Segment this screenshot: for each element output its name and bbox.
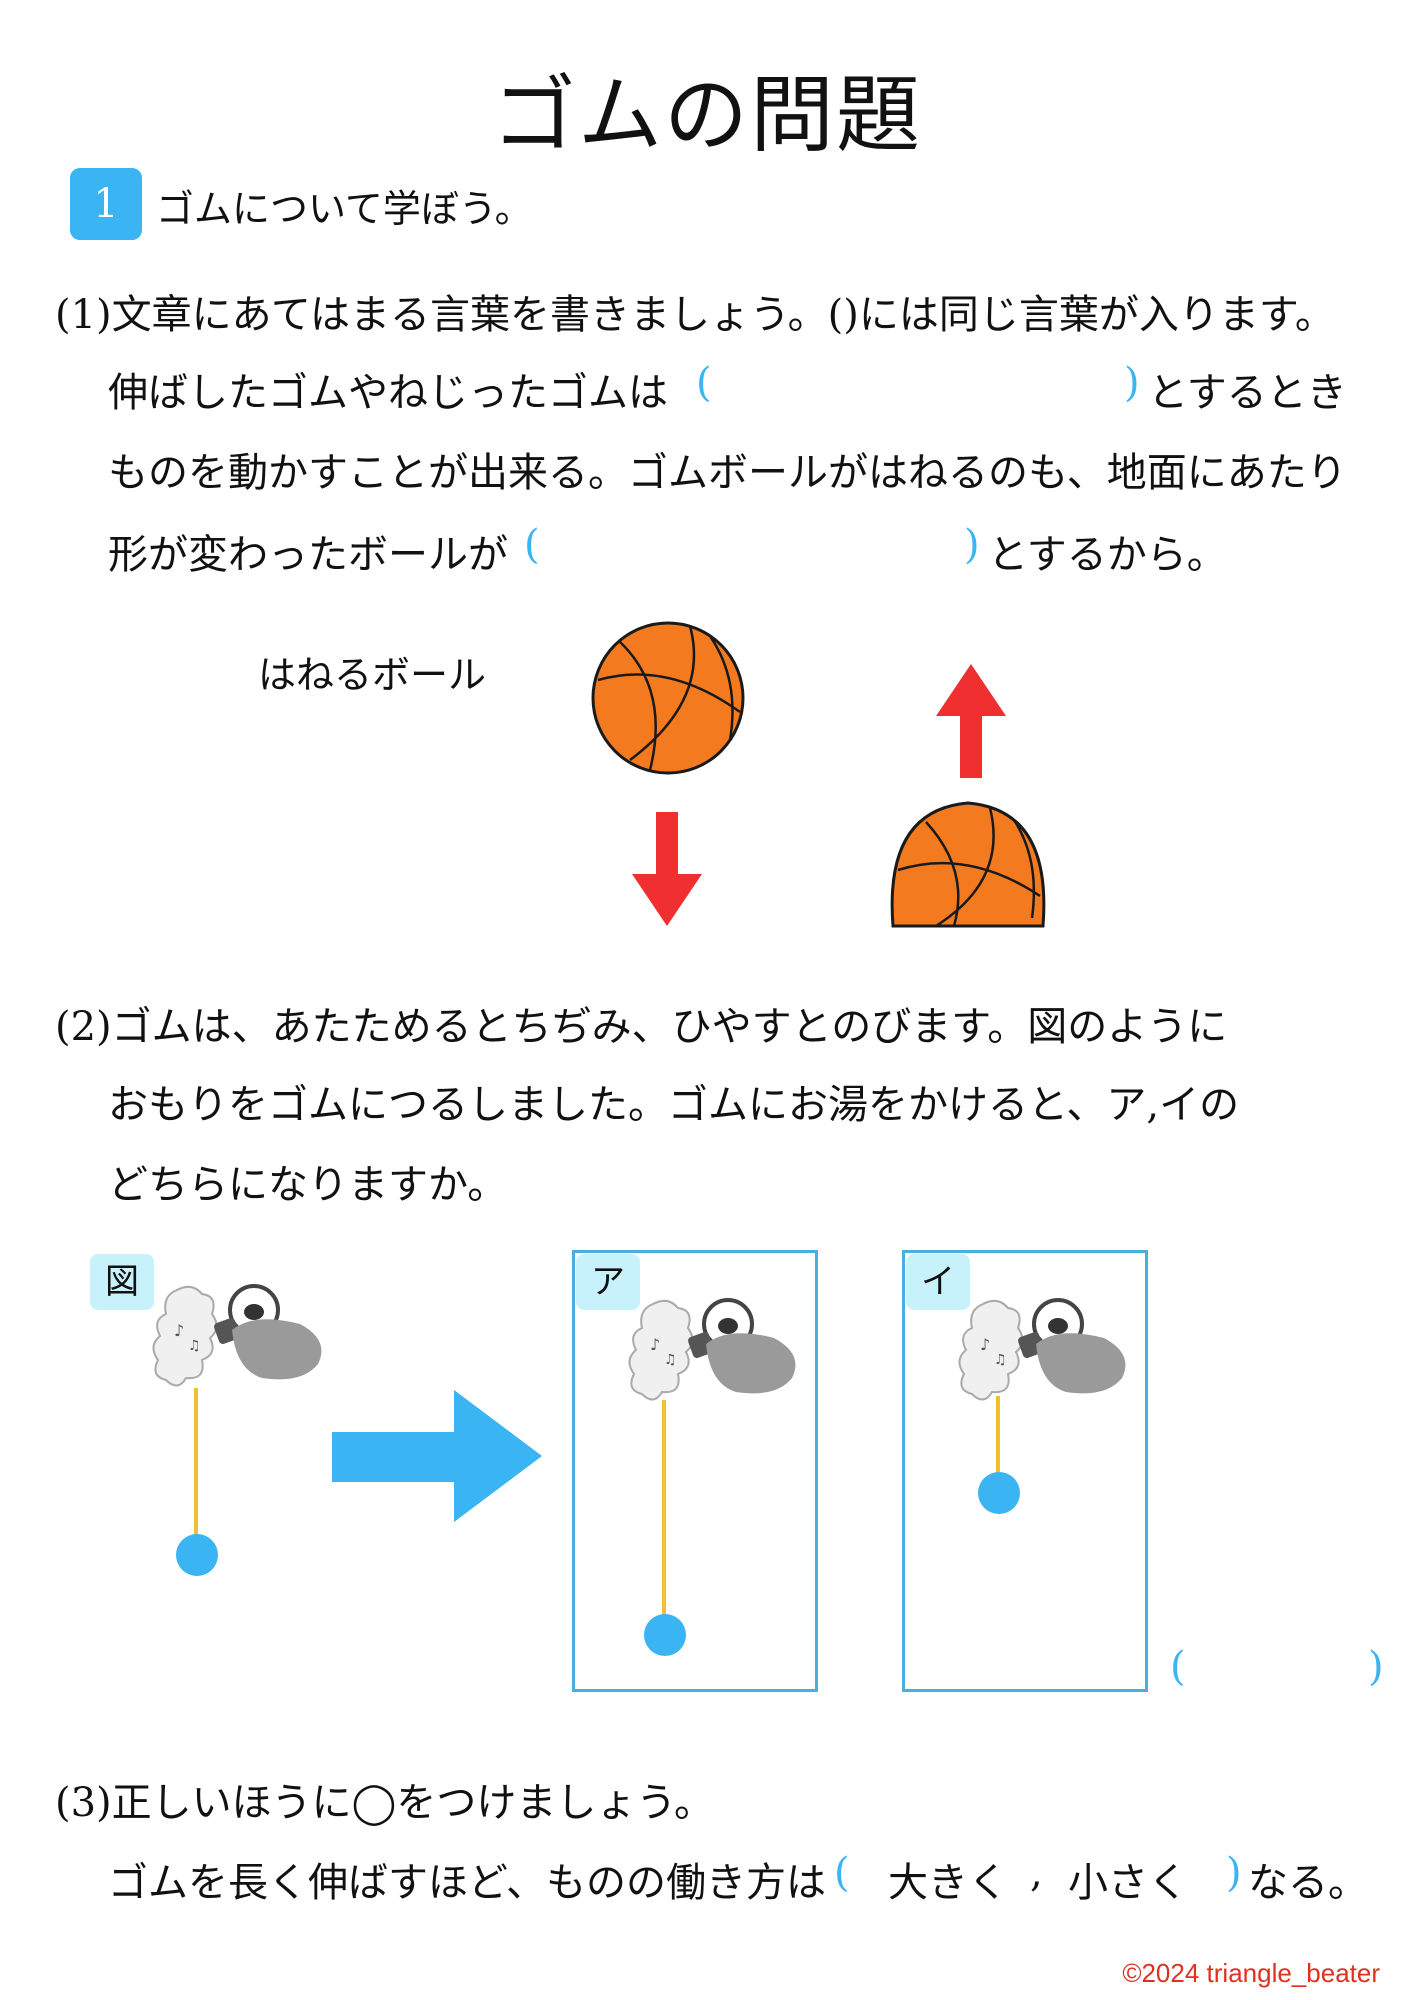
weight-icon — [176, 1534, 218, 1576]
svg-text:♪: ♪ — [174, 1321, 184, 1340]
q3-option-smaller[interactable]: 小さく — [1068, 1860, 1188, 1906]
q3-paren-close: ) — [1226, 1850, 1242, 1896]
q2-instruction: (2)ゴムは、あたためるとちぢみ、ひやすとのびます。図のように — [55, 1004, 1228, 1050]
q1-line3-text: ものを動かすことが出来る。ゴムボールがはねるのも、地面にあたり — [108, 450, 1347, 496]
q2-answer-close: ) — [1368, 1644, 1384, 1690]
svg-text:♫: ♫ — [664, 1352, 677, 1368]
basketball-icon — [591, 621, 745, 775]
q3-instruction: (3)正しいほうに◯をつけましょう。 — [55, 1780, 715, 1826]
q1-line4-tail: とするから。 — [988, 532, 1227, 578]
option-a-label: ア — [576, 1254, 640, 1310]
steam-icon: ♪ ♫ — [628, 1299, 694, 1401]
option-i-frame[interactable] — [902, 1250, 1148, 1692]
option-i-label: イ — [906, 1254, 970, 1310]
q2-line3-text: どちらになりますか。 — [108, 1162, 508, 1208]
page-title: ゴムの問題 — [491, 66, 922, 164]
kettle-icon — [214, 1284, 322, 1380]
section-number-badge: 1 — [70, 168, 142, 240]
svg-text:♪: ♪ — [980, 1335, 990, 1354]
steam-icon: ♪ ♫ — [958, 1299, 1024, 1401]
q1-instruction: (1)文章にあてはまる言葉を書きましょう。()には同じ言葉が入ります。 — [55, 292, 1335, 338]
q2-answer-open[interactable]: ( — [1170, 1644, 1186, 1690]
copyright-notice: ©2024 triangle_beater — [1122, 1958, 1380, 1988]
section-heading: ゴムについて学ぼう。 — [156, 187, 533, 231]
q2-line2-text: おもりをゴムにつるしました。ゴムにお湯をかけると、ア,イの — [108, 1082, 1240, 1128]
rubber-band — [662, 1400, 666, 1622]
q3-paren-open: ( — [834, 1850, 850, 1896]
q1-line2-tail: とするとき — [1148, 370, 1347, 416]
q1-blank2-open[interactable]: ( — [524, 522, 540, 568]
basketball-icon — [890, 801, 1046, 928]
rubber-band — [194, 1388, 198, 1538]
up-arrow-icon — [936, 664, 1006, 778]
q3-line2-text: ゴムを長く伸ばすほど、ものの働き方は — [108, 1860, 826, 1906]
q1-blank1-close: ) — [1124, 360, 1140, 406]
weight-icon — [644, 1614, 686, 1656]
svg-text:♪: ♪ — [650, 1335, 660, 1354]
svg-text:♫: ♫ — [994, 1352, 1007, 1368]
option-a-frame[interactable] — [572, 1250, 818, 1692]
q1-line4-text: 形が変わったボールが — [108, 532, 508, 578]
q1-line2-text: 伸ばしたゴムやねじったゴムは — [108, 370, 668, 416]
figure-label: 図 — [90, 1254, 154, 1310]
weight-icon — [978, 1472, 1020, 1514]
q3-option-separator: , — [1030, 1850, 1043, 1896]
kettle-icon — [688, 1298, 796, 1394]
right-arrow-icon — [332, 1390, 542, 1522]
down-arrow-icon — [632, 812, 702, 926]
steam-icon: ♪ ♫ — [152, 1285, 218, 1387]
svg-text:♫: ♫ — [188, 1338, 201, 1354]
rubber-band — [996, 1396, 1000, 1492]
q1-blank2-close: ) — [964, 522, 980, 568]
q3-option-larger[interactable]: 大きく — [888, 1860, 1008, 1906]
q1-blank1-open[interactable]: ( — [696, 360, 712, 406]
kettle-icon — [1018, 1298, 1126, 1394]
bouncing-ball-label: はねるボール — [258, 653, 487, 697]
q3-line2-tail: なる。 — [1248, 1860, 1368, 1906]
